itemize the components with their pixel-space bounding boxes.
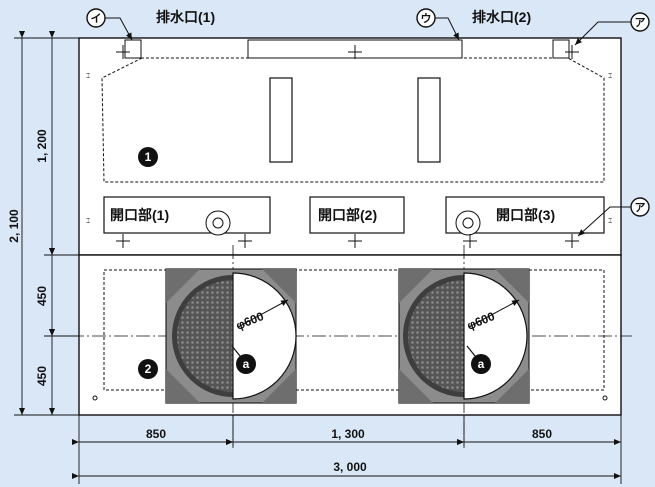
dim-bottom-right: 850 bbox=[532, 427, 552, 441]
manhole-right bbox=[398, 268, 530, 404]
svg-text:⌶: ⌶ bbox=[86, 218, 90, 225]
manhole-left bbox=[165, 268, 297, 404]
part-2-badge bbox=[138, 359, 158, 379]
callout-i: イ bbox=[91, 12, 102, 25]
callout-a-top: ア bbox=[635, 16, 646, 29]
dim-total-height: 2, 100 bbox=[7, 209, 21, 243]
slot-left bbox=[269, 77, 293, 163]
slot-right bbox=[417, 77, 441, 163]
drain-2-label: 排水口(2) bbox=[472, 9, 531, 25]
opening-1-box bbox=[103, 196, 271, 234]
callout-u: ウ bbox=[421, 12, 432, 25]
opening-2-box bbox=[309, 196, 405, 234]
opening-2-label: 開口部(2) bbox=[318, 207, 377, 223]
manhole-left-tag-badge bbox=[236, 354, 256, 374]
svg-text:⌶: ⌶ bbox=[608, 73, 612, 80]
part-2-number: 2 bbox=[145, 362, 152, 376]
dim-lower-h2: 450 bbox=[35, 366, 49, 386]
dim-bottom-left: 850 bbox=[146, 427, 166, 441]
bolt-markers bbox=[116, 45, 579, 248]
svg-text:⌶: ⌶ bbox=[608, 218, 612, 225]
manhole-left-tag: a bbox=[243, 357, 250, 371]
dim-upper-height: 1, 200 bbox=[35, 129, 49, 163]
manhole-right-tag-badge bbox=[471, 354, 491, 374]
upper-slab: ⌶ ⌶ ⌶ ⌶ bbox=[78, 37, 622, 256]
drain-1-label: 排水口(1) bbox=[156, 9, 215, 25]
part-1-badge bbox=[138, 147, 158, 167]
dim-lower-h1: 450 bbox=[35, 286, 49, 306]
callout-a-mid: ア bbox=[635, 201, 646, 214]
svg-text:⌶: ⌶ bbox=[86, 73, 90, 80]
part-1-number: 1 bbox=[145, 150, 152, 164]
dim-total-width: 3, 000 bbox=[333, 460, 367, 474]
manhole-right-tag: a bbox=[478, 357, 485, 371]
dim-bottom-mid: 1, 300 bbox=[331, 427, 365, 441]
opening-3-label: 開口部(3) bbox=[496, 207, 555, 223]
dimension-lines bbox=[14, 31, 622, 484]
lower-slab bbox=[78, 254, 622, 416]
opening-1-label: 開口部(1) bbox=[110, 207, 169, 223]
